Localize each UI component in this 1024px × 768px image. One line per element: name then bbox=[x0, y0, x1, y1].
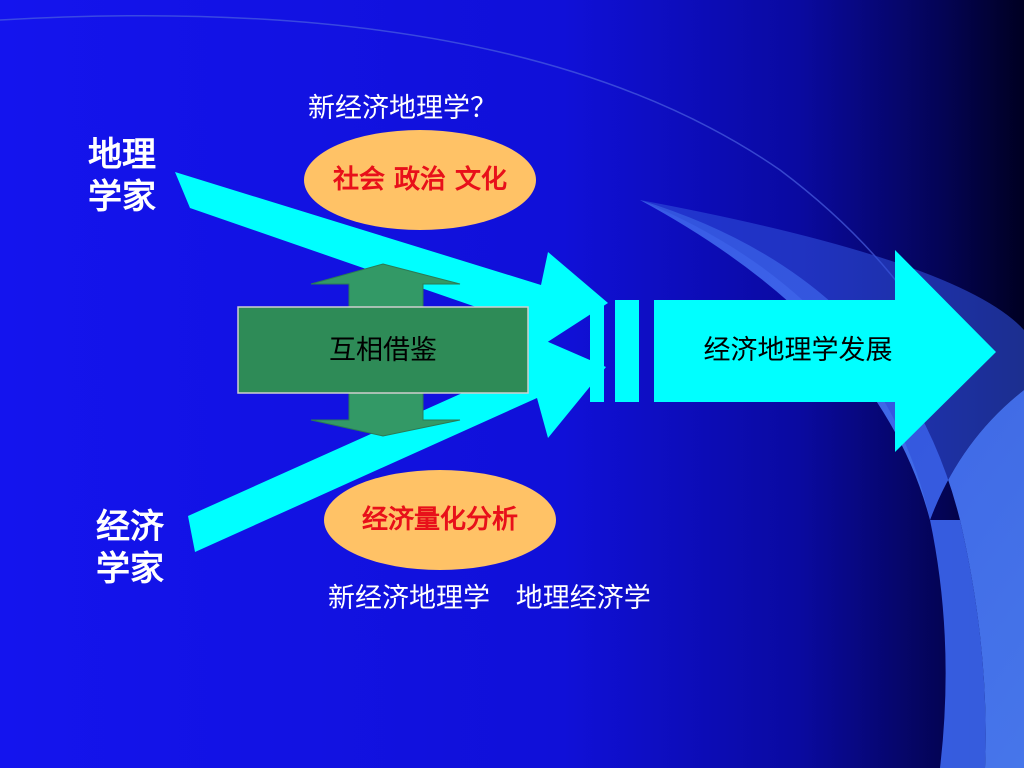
economists-label-line-2: 学家 bbox=[96, 549, 164, 589]
center-box bbox=[237, 306, 529, 394]
bottom-oval bbox=[324, 470, 556, 570]
geographers-label-line-1: 地理 bbox=[88, 135, 156, 175]
center-box-label: 互相借鉴 bbox=[329, 335, 437, 366]
result-arrow-bar-1 bbox=[590, 300, 604, 402]
economists-label: 经济 学家 bbox=[96, 506, 164, 590]
geographers-label: 地理 学家 bbox=[88, 134, 156, 218]
background-swoosh-shadow bbox=[640, 200, 1024, 520]
question-title: 新经济地理学？ bbox=[308, 93, 497, 124]
geographers-label-line-2: 学家 bbox=[88, 177, 156, 217]
result-arrow-bar-2 bbox=[615, 300, 639, 402]
background-swoosh-tail bbox=[930, 520, 986, 768]
result-arrow-label: 经济地理学发展 bbox=[703, 335, 893, 366]
bottom-caption: 新经济地理学 地理经济学 bbox=[328, 583, 651, 614]
bottom-oval-label: 经济量化分析 bbox=[361, 505, 518, 535]
economists-label-line-1: 经济 bbox=[96, 507, 164, 547]
top-oval-label: 社会 政治 文化 bbox=[332, 165, 508, 195]
result-arrow bbox=[654, 250, 996, 452]
top-oval bbox=[304, 130, 536, 230]
